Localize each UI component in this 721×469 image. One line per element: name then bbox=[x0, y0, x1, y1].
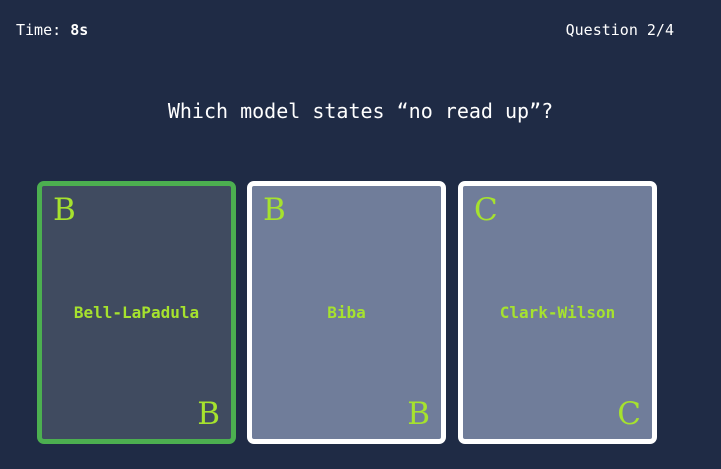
timer-label: Time: bbox=[16, 21, 71, 39]
card-corner-letter-bottom-right: B bbox=[407, 396, 430, 432]
card-corner-letter-top-left: B bbox=[263, 192, 286, 228]
answer-card-label: Biba bbox=[327, 303, 366, 322]
card-corner-letter-top-left: B bbox=[53, 192, 76, 228]
timer-value: 8s bbox=[70, 21, 89, 39]
status-bar: Time: 8s Question 2/4 bbox=[0, 0, 721, 62]
answer-card-clark-wilson[interactable]: C Clark-Wilson C bbox=[458, 181, 657, 444]
question-counter: Question 2/4 bbox=[565, 21, 674, 39]
answer-card-row: B Bell-LaPadula B B Biba B C Clark-Wilso… bbox=[37, 181, 657, 444]
card-corner-letter-top-left: C bbox=[474, 192, 498, 228]
answer-card-label: Clark-Wilson bbox=[499, 303, 616, 322]
answer-card-label: Bell-LaPadula bbox=[73, 303, 200, 322]
answer-card-biba[interactable]: B Biba B bbox=[247, 181, 446, 444]
card-corner-letter-bottom-right: B bbox=[197, 396, 220, 432]
card-corner-letter-bottom-right: C bbox=[617, 396, 641, 432]
timer: Time: 8s bbox=[16, 21, 88, 39]
answer-card-bell-lapadula[interactable]: B Bell-LaPadula B bbox=[37, 181, 236, 444]
question-prompt: Which model states “no read up”? bbox=[167, 99, 554, 123]
